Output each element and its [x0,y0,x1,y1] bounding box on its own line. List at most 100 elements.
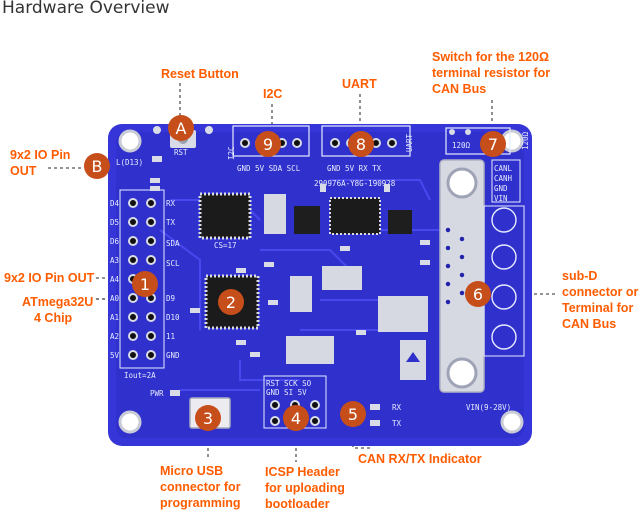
callout-switch-line: terminal resistor for [432,66,551,80]
silk-pin: 5V [110,351,120,360]
svg-text:9: 9 [263,135,273,154]
silk-i2c-pins: GND 5V SDA SCL [237,164,301,173]
callout-icsp-line: ICSP Header [265,465,340,479]
callout-usb: Micro USB connector for programming [160,463,241,511]
callout-i2c: I2C [263,87,283,101]
page-title: Hardware Overview [2,0,170,18]
callout-icsp-line: for uploading [265,481,345,495]
badge-2: 2 [218,289,244,315]
silk-120-side: 120Ω [521,131,530,150]
callout-can-indicator: CAN RX/TX Indicator [358,452,482,466]
silk-pin: D10 [166,313,180,322]
callout-icsp: ICSP Header for uploading bootloader [265,464,345,512]
ic-inductor [264,194,286,234]
silk-can-gnd: GND [494,184,508,193]
silk-can-vin: VIN [494,194,508,203]
svg-text:1: 1 [140,275,150,294]
io-right-labels: RX TX SDA SCL D9 D10 11 GND [166,199,180,360]
callout-uart: UART [342,77,377,91]
ic-mcp [388,210,412,234]
svg-text:7: 7 [488,135,498,154]
callout-reset: Reset Button [161,67,239,81]
silk-pin: D6 [110,237,120,246]
callout-atmega-line: 4 Chip [34,311,73,325]
svg-text:2: 2 [226,293,236,312]
silk-pin: A1 [110,313,119,322]
silk-pin: D9 [166,294,175,303]
silk-pin: SDA [166,239,180,248]
svg-text:4: 4 [291,409,301,428]
terminal-screws [491,207,517,350]
silk-uart: UART [405,133,414,152]
callout-usb-line: connector for [160,480,241,494]
silk-canh: CANH [494,174,513,183]
badge-3: 3 [195,405,221,431]
callout-switch-line: Switch for the 120Ω [432,50,549,64]
led-l [152,156,162,162]
silk-pin: A4 [110,275,120,284]
silk-pin: D5 [110,218,119,227]
callout-subd-line: Terminal for [562,301,634,315]
capacitor-block [286,336,334,364]
badge-9: 9 [255,131,281,157]
can-label-box [491,159,521,203]
badge-8: 8 [348,131,374,157]
silk-120: 120Ω [452,141,471,150]
callout-io-out-top: 9x2 IO Pin OUT [10,147,70,179]
silk-l-d13: L(D13) [116,158,143,167]
silk-canl: CANL [494,164,513,173]
sub-d-screw-top [446,167,478,199]
callout-io-line: OUT [10,164,37,178]
callout-io-out: 9x2 IO Pin OUT [4,271,95,285]
led-rx [370,404,380,410]
callout-switch: Switch for the 120Ω terminal resistor fo… [432,49,550,97]
terminal-block [483,205,525,357]
ic-small [294,206,320,234]
diode-arrow-icon [406,352,420,362]
mount-hole-br [500,410,524,434]
ic-can-transceiver [329,197,381,235]
badge-5: 5 [340,401,366,427]
mount-hole-bl [118,410,142,434]
silk-pin: GND [166,351,180,360]
callout-subd: sub-D connector or Terminal for CAN Bus [562,268,638,332]
badge-7: 7 [480,131,506,157]
callout-atmega: ATmega32U 4 Chip [22,294,93,326]
badges: A B 9 8 7 1 2 6 [84,115,506,431]
silk-pin: A2 [110,332,119,341]
silk-pin: A0 [110,294,120,303]
svg-text:3: 3 [203,409,213,428]
badge-6: 6 [465,281,491,307]
crystal [290,276,312,312]
smd-component [322,266,362,290]
mount-hole-tl [118,129,142,153]
silk-icsp-bot: GND SI 5V [266,388,307,397]
silk-rx: RX [392,403,402,412]
silk-pin: 11 [166,332,175,341]
badge-1: 1 [132,271,158,297]
silk-i2c: I2C [227,146,236,160]
badge-4: 4 [283,405,309,431]
sub-d-pins [444,226,466,306]
svg-text:5: 5 [348,405,358,424]
callout-switch-line: CAN Bus [432,82,487,96]
svg-text:A: A [176,119,187,138]
callout-subd-line: connector or [562,285,639,299]
sub-d-screw-bottom [446,357,478,389]
callout-usb-line: programming [160,496,241,510]
silk-pin: SCL [166,259,180,268]
callout-icsp-line: bootloader [265,497,330,511]
silk-icsp-top: RST SCK SO [266,379,312,388]
silk-rst: RST [174,148,188,157]
silk-pin: TX [166,218,176,227]
silk-iout: Iout=2A [124,371,156,380]
io-left-labels: D4 D5 D6 A3 A4 A0 A1 A2 5V [110,199,120,360]
pad [205,126,213,134]
svg-text:6: 6 [473,285,483,304]
pad [465,129,471,135]
pad [153,126,161,134]
callout-usb-line: Micro USB [160,464,224,478]
badge-b: B [84,153,110,179]
led-tx [370,420,380,426]
